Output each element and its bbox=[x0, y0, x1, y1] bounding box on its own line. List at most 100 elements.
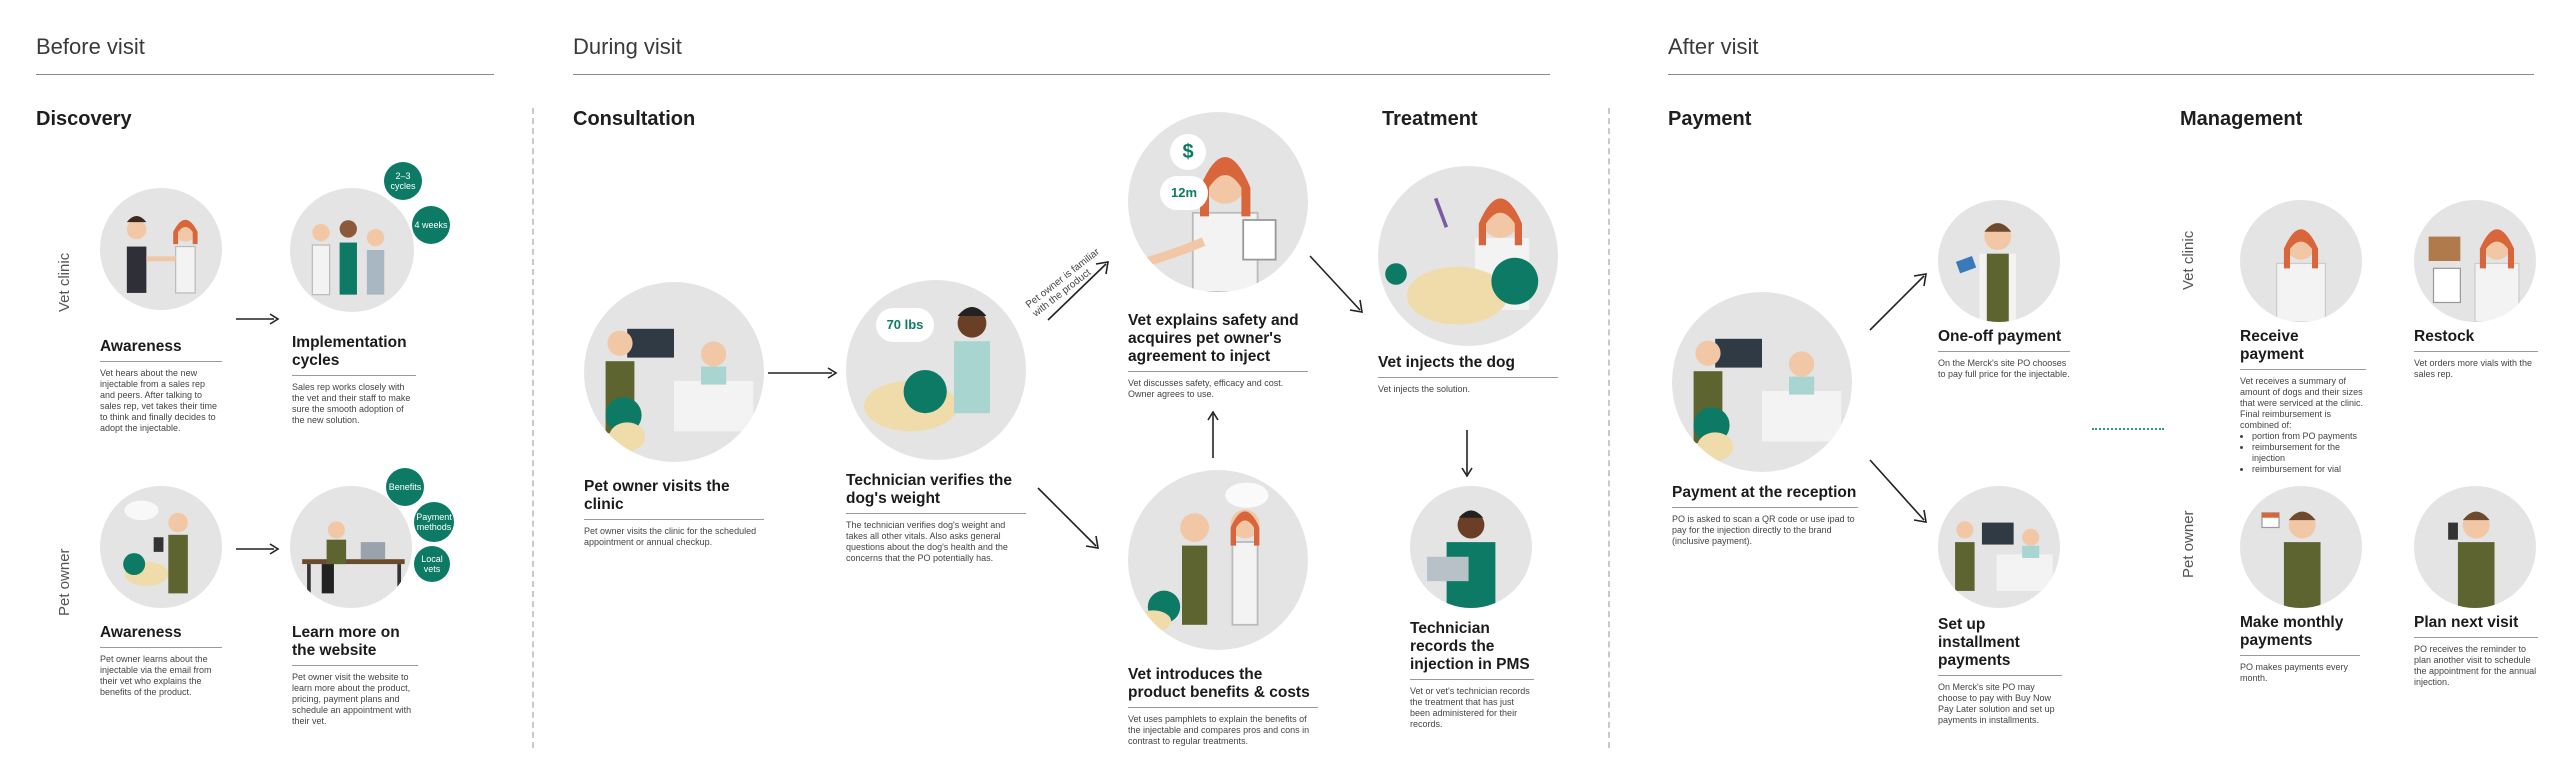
section-consultation: Consultation bbox=[573, 108, 696, 130]
step-title: Vet introduces the product benefits & co… bbox=[1128, 666, 1310, 701]
step-monthly: Make monthly payments PO makes payments … bbox=[2240, 614, 2360, 684]
step-rule bbox=[2414, 637, 2538, 638]
step-desc: Sales rep works closely with the vet and… bbox=[292, 382, 411, 425]
illustration-vet-phone bbox=[2240, 200, 2362, 322]
step-title: Implementation cycles bbox=[292, 334, 407, 369]
step-rule bbox=[2240, 369, 2366, 370]
illustration-implementation bbox=[290, 188, 414, 312]
badge-dollar: $ bbox=[1170, 134, 1206, 170]
step-injects: Vet injects the dog Vet injects the solu… bbox=[1378, 354, 1558, 395]
step-title: Payment at the reception bbox=[1672, 484, 1857, 501]
illustration-injection bbox=[1378, 166, 1558, 346]
step-rule bbox=[2414, 351, 2538, 352]
step-title: Vet injects the dog bbox=[1378, 354, 1515, 371]
step-rule bbox=[584, 519, 764, 520]
bubble-weeks: 4 weeks bbox=[412, 206, 450, 244]
phase-during-title: During visit bbox=[573, 34, 682, 59]
arrow-down-right-icon bbox=[1309, 255, 1363, 313]
step-rule bbox=[100, 361, 222, 362]
bubble-local-vets: Local vets bbox=[414, 546, 450, 582]
step-desc: Vet hears about the new injectable from … bbox=[100, 368, 218, 433]
step-payment-reception: Payment at the reception PO is asked to … bbox=[1672, 484, 1858, 547]
step-title: Technician records the injection in PMS bbox=[1410, 620, 1530, 673]
step-desc: PO receives the reminder to plan another… bbox=[2414, 644, 2537, 687]
step-title: Restock bbox=[2414, 328, 2475, 345]
step-implementation: Implementation cycles Sales rep works cl… bbox=[292, 334, 416, 426]
step-receive-payment: Receive payment Vet receives a summary o… bbox=[2240, 328, 2366, 475]
row-label-pet-owner-management: Pet owner bbox=[2180, 510, 2197, 578]
step-title: One-off payment bbox=[1938, 328, 2062, 345]
step-desc: Vet injects the solution. bbox=[1378, 384, 1471, 394]
step-awareness-po: Awareness Pet owner learns about the inj… bbox=[100, 624, 222, 698]
step-title: Receive payment bbox=[2240, 328, 2304, 363]
step-installment: Set up installment payments On Merck's s… bbox=[1938, 616, 2062, 726]
illustration-installment bbox=[1938, 486, 2060, 608]
dotted-connector bbox=[2092, 428, 2164, 430]
step-desc: The technician verifies dog's weight and… bbox=[846, 520, 1008, 563]
step-records: Technician records the injection in PMS … bbox=[1410, 620, 1534, 730]
arrow-down-right-icon bbox=[1037, 487, 1099, 549]
step-desc: Vet receives a summary of amount of dogs… bbox=[2240, 376, 2364, 430]
step-rule bbox=[100, 647, 222, 648]
phase-after-rule bbox=[1668, 74, 2534, 75]
badge-months: 12m bbox=[1160, 176, 1208, 210]
step-title: Learn more on the website bbox=[292, 624, 400, 659]
step-desc: Vet or vet's technician records the trea… bbox=[1410, 686, 1530, 729]
phase-during-rule bbox=[573, 74, 1550, 75]
badge-weight: 70 lbs bbox=[876, 308, 934, 342]
bubble-payment-methods: Payment methods bbox=[414, 502, 454, 542]
step-desc: On the Merck's site PO chooses to pay fu… bbox=[1938, 358, 2070, 379]
section-management: Management bbox=[2180, 108, 2303, 130]
arrow-right-icon bbox=[768, 367, 838, 379]
step-desc: PO is asked to scan a QR code or use ipa… bbox=[1672, 514, 1855, 546]
step-title: Make monthly payments bbox=[2240, 614, 2344, 649]
step-rule bbox=[1938, 351, 2070, 352]
illustration-laptop-desk bbox=[290, 486, 412, 608]
section-payment: Payment bbox=[1668, 108, 1752, 130]
step-title: Plan next visit bbox=[2414, 614, 2519, 631]
step-explains-safety: Vet explains safety and acquires pet own… bbox=[1128, 312, 1308, 400]
step-rule bbox=[1128, 371, 1308, 372]
step-introduces: Vet introduces the product benefits & co… bbox=[1128, 666, 1318, 747]
illustration-technician-laptop bbox=[1410, 486, 1532, 608]
step-rule bbox=[2240, 655, 2360, 656]
arrow-up-icon bbox=[1207, 410, 1219, 458]
step-rule bbox=[1128, 707, 1318, 708]
step-rule bbox=[1410, 679, 1534, 680]
step-rule bbox=[1672, 507, 1858, 508]
arrow-down-icon bbox=[1461, 430, 1473, 478]
list-item: portion from PO payments bbox=[2252, 431, 2366, 442]
step-title: Pet owner visits the clinic bbox=[584, 478, 730, 513]
phase-before-title: Before visit bbox=[36, 34, 145, 59]
step-desc: Pet owner visit the website to learn mor… bbox=[292, 672, 412, 726]
row-label-vet-clinic-management: Vet clinic bbox=[2180, 230, 2197, 290]
illustration-card-payment bbox=[1938, 200, 2060, 322]
illustration-vet-explains bbox=[1128, 112, 1308, 292]
section-discovery: Discovery bbox=[36, 108, 132, 130]
illustration-clinic-reception bbox=[584, 282, 764, 462]
step-desc: Pet owner visits the clinic for the sche… bbox=[584, 526, 757, 547]
row-label-pet-owner: Pet owner bbox=[56, 548, 73, 616]
arrow-right-icon bbox=[236, 313, 280, 325]
step-desc: Vet uses pamphlets to explain the benefi… bbox=[1128, 714, 1310, 746]
illustration-vet-handshake bbox=[100, 188, 222, 310]
reimbursement-list: portion from PO payments reimbursement f… bbox=[2252, 431, 2366, 475]
step-restock: Restock Vet orders more vials with the s… bbox=[2414, 328, 2538, 380]
illustration-payment-reception bbox=[1672, 292, 1852, 472]
illustration-plan-next bbox=[2414, 486, 2536, 608]
step-title: Set up installment payments bbox=[1938, 616, 2020, 669]
list-item: reimbursement for the injection bbox=[2252, 442, 2366, 464]
step-rule bbox=[292, 375, 416, 376]
row-label-vet-clinic: Vet clinic bbox=[56, 252, 73, 312]
step-title: Vet explains safety and acquires pet own… bbox=[1128, 312, 1299, 365]
illustration-restock bbox=[2414, 200, 2536, 322]
illustration-monthly bbox=[2240, 486, 2362, 608]
arrow-up-right-icon bbox=[1047, 261, 1109, 321]
separator-before-during bbox=[532, 108, 534, 748]
step-desc: Vet orders more vials with the sales rep… bbox=[2414, 358, 2533, 379]
step-title: Technician verifies the dog's weight bbox=[846, 472, 1012, 507]
step-title: Awareness bbox=[100, 624, 182, 641]
step-title: Awareness bbox=[100, 338, 182, 355]
step-rule bbox=[846, 513, 1026, 514]
step-desc: Pet owner learns about the injectable vi… bbox=[100, 654, 212, 697]
